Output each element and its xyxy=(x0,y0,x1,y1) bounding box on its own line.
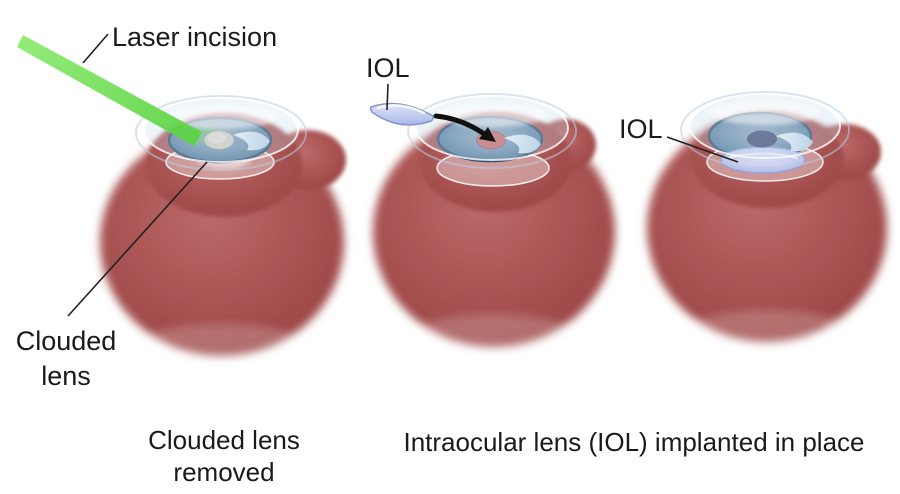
eyeball-bottom-sheen xyxy=(140,324,304,364)
laser-incision-label: Laser incision xyxy=(112,22,278,52)
iol-leader-line xyxy=(386,83,389,111)
eye-step2-lens-removed xyxy=(369,83,615,354)
caption-left-line1: Clouded lens xyxy=(148,425,300,455)
clouded-lens-label-line2: lens xyxy=(41,361,91,391)
cornea-sheen xyxy=(165,105,277,129)
eye-step3-iol-implanted xyxy=(647,91,887,350)
caption-clouded-lens-removed: Clouded lens removed xyxy=(124,424,324,488)
iol-implanted-label: IOL xyxy=(619,114,663,144)
cornea-outer-ring xyxy=(407,93,577,169)
cornea-sheen xyxy=(437,103,547,127)
insertion-arrow-head xyxy=(479,127,496,142)
insertion-arrow-shaft xyxy=(433,113,490,139)
eye-step1-clouded-lens xyxy=(17,33,346,364)
pupil xyxy=(747,130,777,148)
laser-beam xyxy=(17,35,202,146)
eyeball-bottom-sheen xyxy=(687,310,847,350)
laser-leader-line xyxy=(82,33,109,64)
clouded-lens-label-line1: Clouded xyxy=(15,326,117,356)
cornea-outer-ring xyxy=(680,91,850,169)
clouded-lens-leader-line xyxy=(67,161,208,317)
cornea-outer-ring xyxy=(135,95,307,171)
caption-left-line2: removed xyxy=(173,457,275,487)
iol-inserting-label: IOL xyxy=(366,53,410,83)
clouded-lens-label: Clouded lens xyxy=(8,324,124,394)
caption-iol-implanted: Intraocular lens (IOL) implanted in plac… xyxy=(403,427,865,457)
iol-leader-line xyxy=(666,136,739,163)
cornea-sheen xyxy=(711,101,819,125)
iol-lens-streak xyxy=(376,104,426,115)
clouded-lens-highlight xyxy=(208,132,226,144)
eyeball-bottom-sheen xyxy=(414,314,574,354)
